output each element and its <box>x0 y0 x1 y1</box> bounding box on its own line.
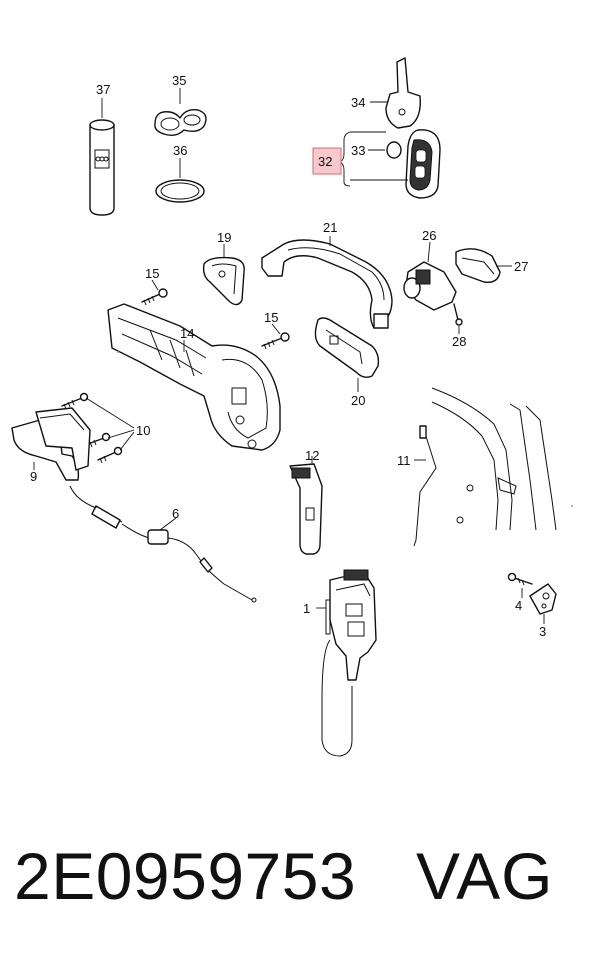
label-28: 28 <box>452 334 466 349</box>
label-19: 19 <box>217 230 231 245</box>
label-4: 4 <box>515 598 522 613</box>
label-3: 3 <box>539 624 546 639</box>
label-12: 12 <box>305 448 319 463</box>
part-20-handle-trim <box>314 317 380 392</box>
label-37: 37 <box>96 82 110 97</box>
part-36-ring <box>155 158 205 203</box>
label-9: 9 <box>30 469 37 484</box>
part-35-seal <box>154 88 207 137</box>
label-35: 35 <box>172 73 186 88</box>
part-12-actuation-rod <box>289 456 323 555</box>
label-15a: 15 <box>145 266 159 281</box>
part-32-remote-key <box>338 129 441 199</box>
label-20: 20 <box>351 393 365 408</box>
part-3-striker-plate <box>529 583 557 624</box>
part-4-striker-screw <box>507 572 533 598</box>
part-number: 2E0959753 <box>14 839 357 913</box>
part-10-screws <box>61 392 135 464</box>
label-14: 14 <box>180 326 194 341</box>
part-14-handle-bracket <box>107 303 281 451</box>
label-34: 34 <box>351 95 365 110</box>
part-37-spray-can <box>89 98 115 216</box>
label-10: 10 <box>136 423 150 438</box>
part-34-key-blade <box>370 57 421 129</box>
part-15-screw-upper <box>141 279 168 306</box>
part-33-o-ring <box>368 141 402 159</box>
label-32: 32 <box>318 154 332 169</box>
part-28-screw <box>453 303 463 334</box>
label-27: 27 <box>514 259 528 274</box>
exploded-parts-diagram: 37 35 36 34 33 32 <box>11 57 573 757</box>
footer: 2E0959753 VAG <box>14 838 584 928</box>
part-21-outer-handle <box>261 236 393 329</box>
part-26-lock-cylinder <box>403 241 457 311</box>
part-27-cylinder-cover <box>455 248 512 283</box>
label-36: 36 <box>173 143 187 158</box>
part-15-screw-right <box>261 323 290 350</box>
part-1-door-lock <box>316 569 377 757</box>
dust-dot <box>117 351 119 353</box>
highlight-32 <box>312 147 342 175</box>
label-1: 1 <box>303 601 310 616</box>
dust-dot <box>571 505 573 507</box>
label-26: 26 <box>422 228 436 243</box>
label-33: 33 <box>351 143 365 158</box>
label-11: 11 <box>397 453 411 468</box>
part-19-handle-cover <box>202 244 245 306</box>
label-15b: 15 <box>264 310 278 325</box>
brand-name: VAG <box>416 839 554 913</box>
door-frame-outline <box>431 387 557 531</box>
label-21: 21 <box>323 220 337 235</box>
part-11-lock-rod <box>413 425 437 547</box>
part-6-cable <box>69 485 257 603</box>
label-6: 6 <box>172 506 179 521</box>
part-9-interior-handle <box>11 407 91 481</box>
